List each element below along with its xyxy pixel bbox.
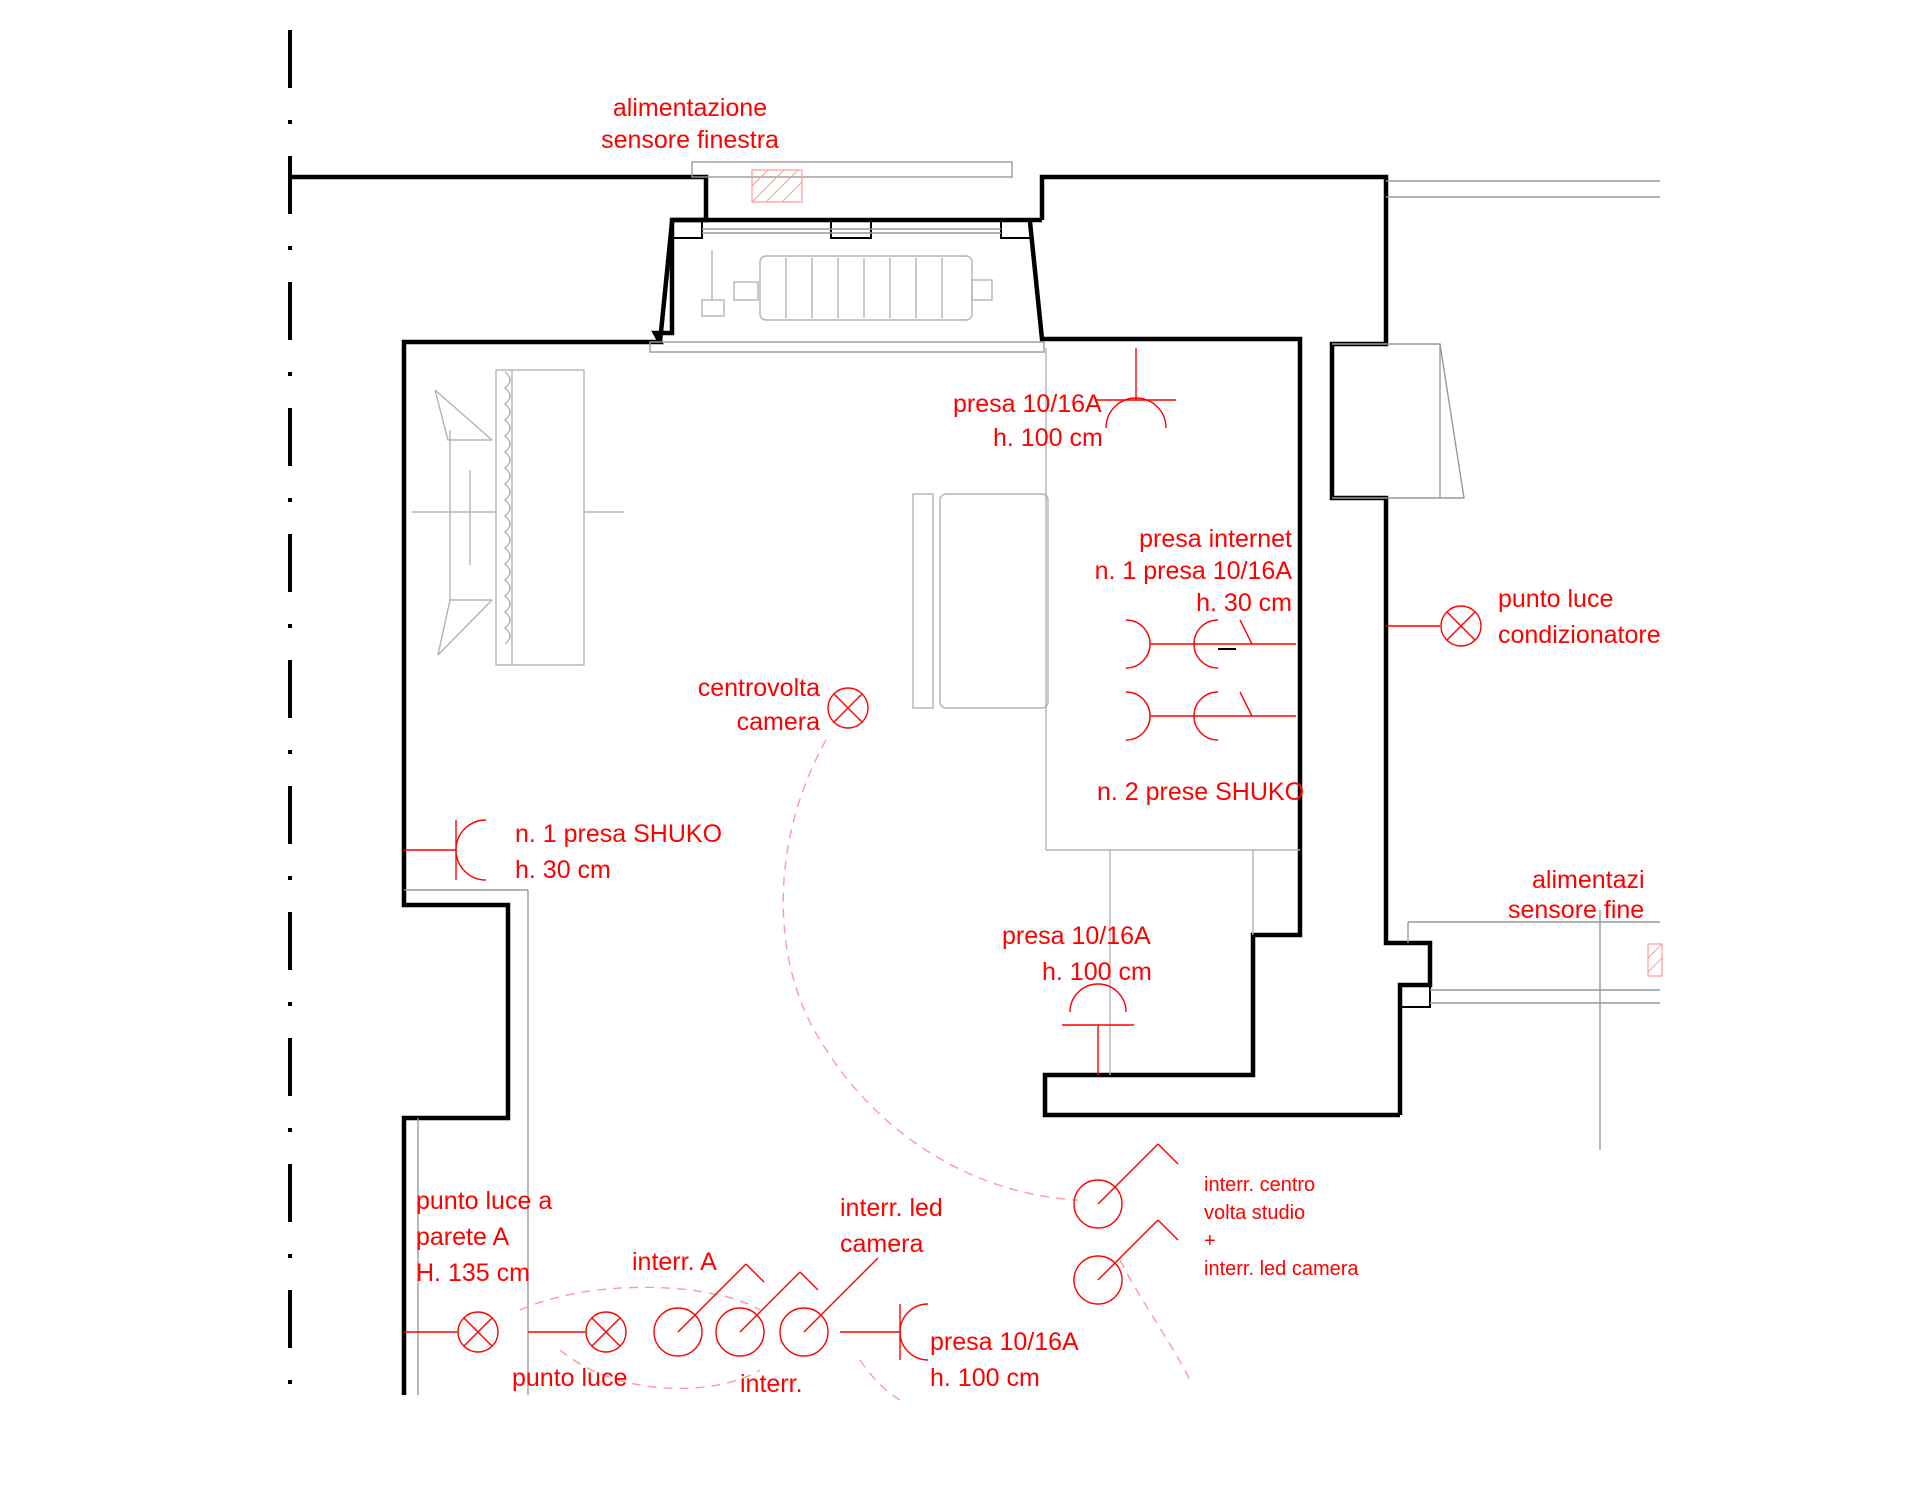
label-switch-study-4: interr. led camera <box>1204 1258 1359 1280</box>
switch-study-symbol <box>1073 1143 1179 1305</box>
label-light-ac-1: punto luce <box>1498 585 1613 613</box>
electrical-symbols <box>404 348 1482 1401</box>
label-ceiling-centre-1: centrovolta <box>698 674 820 702</box>
door-swing-arc <box>782 739 1079 1201</box>
label-ceiling-centre-2: camera <box>737 708 820 736</box>
label-switch-led-1: interr. led <box>840 1194 943 1222</box>
label-window-sensor-top-1: alimentazione <box>613 94 767 122</box>
label-wall-light-1: punto luce a <box>416 1187 552 1215</box>
label-switch-a: interr. A <box>632 1248 717 1276</box>
label-switch-led-2: camera <box>840 1230 923 1258</box>
label-shuko-one-2: h. 30 cm <box>515 856 611 884</box>
label-switch-study-3: + <box>1204 1230 1216 1252</box>
label-wall-light-2: parete A <box>416 1223 509 1251</box>
label-internet-1: presa internet <box>1139 525 1292 553</box>
socket-bottom-symbol <box>840 1303 929 1361</box>
label-socket-top-2: h. 100 cm <box>993 424 1103 452</box>
socket-top-symbol <box>1096 348 1176 429</box>
switch-row-symbol <box>653 1257 879 1357</box>
bed <box>912 493 1049 709</box>
sensor-box-right <box>1647 943 1663 977</box>
shuko-one-symbol <box>404 819 487 881</box>
light-point-symbol <box>528 1311 627 1353</box>
wall-light-symbol <box>404 1311 499 1353</box>
label-window-sensor-top-2: sensore finestra <box>601 126 779 154</box>
label-light-ac-2: condizionatore <box>1498 621 1661 649</box>
label-switch-study-2: volta studio <box>1204 1202 1305 1224</box>
wardrobe <box>412 369 624 666</box>
labels: alimentazione sensore finestra presa 10/… <box>416 94 1661 1398</box>
light-ac-symbol <box>1386 605 1482 647</box>
closet-lines <box>1045 348 1300 1075</box>
label-socket-top-1: presa 10/16A <box>953 390 1102 418</box>
label-shuko-two: n. 2 prese SHUKO <box>1097 778 1304 806</box>
label-window-sensor-right-1: alimentazi <box>1532 866 1645 894</box>
label-window-sensor-right-2: sensore fine <box>1508 896 1644 924</box>
label-socket-bottom-1: presa 10/16A <box>930 1328 1079 1356</box>
thin-lines <box>404 161 1660 1395</box>
label-switch-study-1: interr. centro <box>1204 1174 1315 1196</box>
label-internet-2: n. 1 presa 10/16A <box>1095 557 1293 585</box>
ceiling-light-symbol <box>827 687 869 729</box>
sensor-box-top <box>751 169 803 203</box>
label-socket-mid-1: presa 10/16A <box>1002 922 1151 950</box>
label-socket-bottom-2: h. 100 cm <box>930 1364 1040 1392</box>
label-internet-3: h. 30 cm <box>1196 589 1292 617</box>
label-socket-mid-2: h. 100 cm <box>1042 958 1152 986</box>
label-wall-light-3: H. 135 cm <box>416 1259 530 1287</box>
label-switch: interr. <box>740 1370 803 1398</box>
internet-sockets-symbol <box>1125 619 1296 741</box>
radiator <box>701 250 993 321</box>
label-light-point: punto luce <box>512 1364 627 1392</box>
label-shuko-one-1: n. 1 presa SHUKO <box>515 820 722 848</box>
socket-mid-symbol <box>1062 983 1134 1075</box>
